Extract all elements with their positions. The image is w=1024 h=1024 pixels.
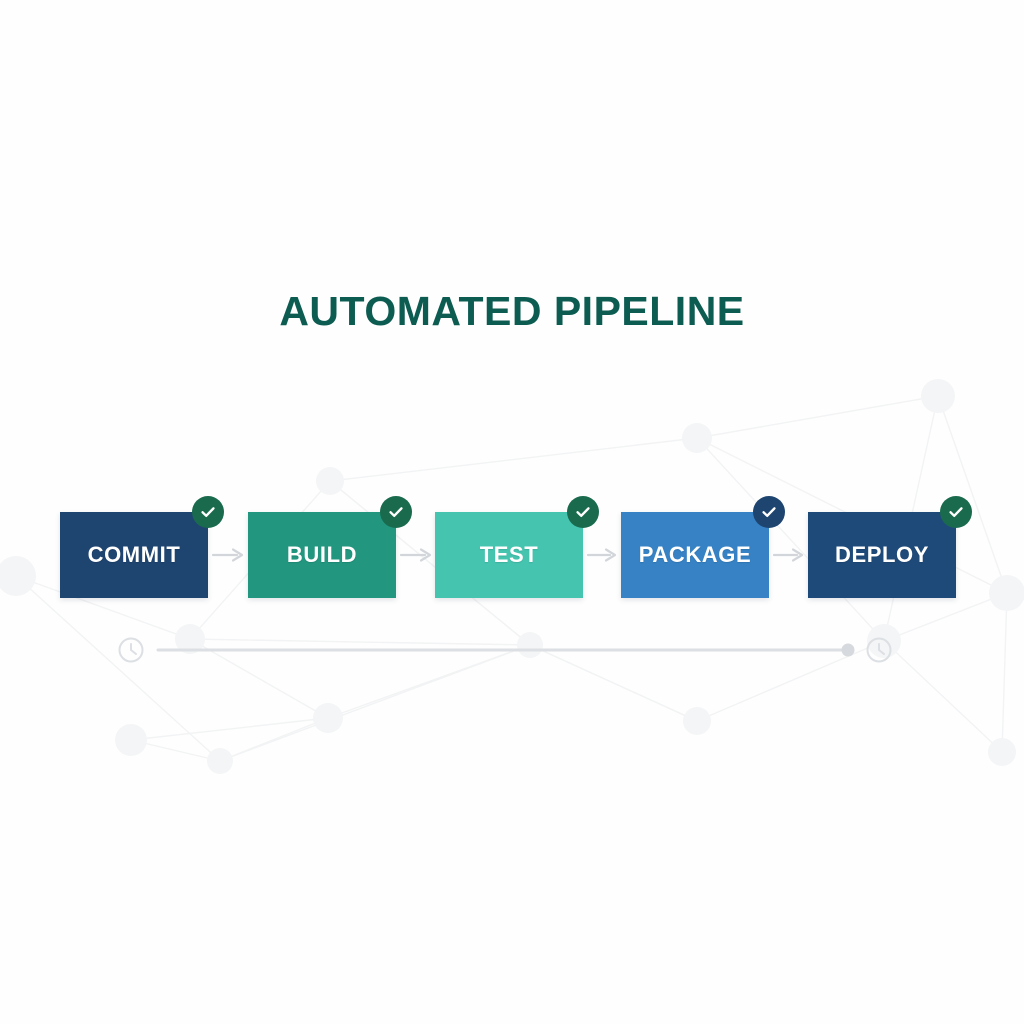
network-edge [219, 644, 531, 762]
network-node [921, 379, 955, 413]
network-node [682, 423, 712, 453]
network-edge [189, 638, 329, 719]
stage-label: PACKAGE [638, 542, 752, 567]
arrow-right-icon [773, 548, 804, 562]
network-node [316, 467, 344, 495]
timeline-end-dot [841, 643, 855, 657]
check-circle-icon [380, 496, 412, 528]
network-edge [15, 575, 221, 762]
clock-icon [866, 637, 892, 663]
network-edge [883, 640, 1003, 753]
network-edge [696, 640, 885, 722]
arrow-right-icon [587, 548, 617, 562]
pipeline-stage-deploy[interactable]: DEPLOY [808, 496, 972, 598]
network-edge [696, 395, 939, 439]
stage-label: COMMIT [87, 542, 181, 567]
network-node [683, 707, 711, 735]
network-edge [189, 638, 531, 646]
network-edge [1001, 592, 1008, 753]
check-circle-icon [192, 496, 224, 528]
page-title: AUTOMATED PIPELINE [279, 288, 745, 334]
pipeline-stage-test[interactable]: TEST [435, 496, 599, 598]
network-edge [327, 644, 531, 719]
pipeline-stage-package[interactable]: PACKAGE [621, 496, 785, 598]
network-edge [529, 644, 698, 722]
network-edge [329, 437, 698, 482]
stage-label: DEPLOY [834, 542, 930, 567]
network-edge [130, 739, 221, 762]
check-circle-icon [940, 496, 972, 528]
pipeline-stage-build[interactable]: BUILD [248, 496, 412, 598]
network-edge [130, 717, 329, 741]
arrow-right-icon [400, 548, 432, 562]
clock-icon [118, 637, 144, 663]
network-node [313, 703, 343, 733]
network-edge [529, 644, 698, 722]
arrow-right-icon [212, 548, 244, 562]
network-node [207, 748, 233, 774]
network-edge [219, 717, 329, 762]
pipeline-stage-commit[interactable]: COMMIT [60, 496, 224, 598]
network-node [867, 624, 901, 658]
stage-label: TEST [479, 542, 539, 567]
network-edge [883, 592, 1008, 642]
timeline-track [118, 637, 892, 663]
network-node [517, 632, 543, 658]
network-node [988, 738, 1016, 766]
check-circle-icon [567, 496, 599, 528]
check-circle-icon [753, 496, 785, 528]
stage-label: BUILD [286, 542, 358, 567]
network-node [175, 624, 205, 654]
pipeline-stage-row: COMMIT BUILD TEST PACKAGE DEPLOY [0, 496, 1024, 598]
network-node [115, 724, 147, 756]
